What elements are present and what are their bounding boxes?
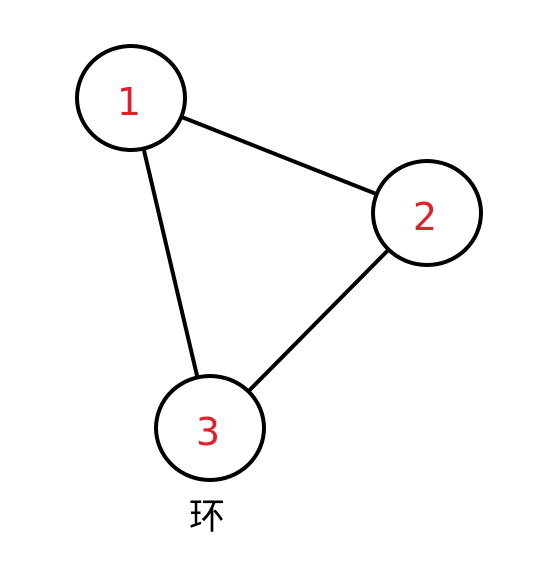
node-3: 3 [154, 374, 266, 482]
node-1: 1 [75, 44, 187, 152]
nodes-layer: 1 2 3 [75, 44, 483, 482]
diagram-caption: 环 [189, 497, 225, 538]
node-label: 1 [117, 80, 141, 124]
edge-1-2 [179, 114, 379, 197]
edges-layer [141, 114, 391, 394]
edge-2-3 [246, 247, 391, 394]
node-circle [371, 159, 483, 267]
node-label: 3 [196, 410, 220, 454]
node-2: 2 [371, 159, 483, 267]
node-label: 2 [413, 195, 437, 239]
edge-1-3 [141, 146, 200, 380]
node-circle [154, 374, 266, 482]
node-circle [75, 44, 187, 152]
